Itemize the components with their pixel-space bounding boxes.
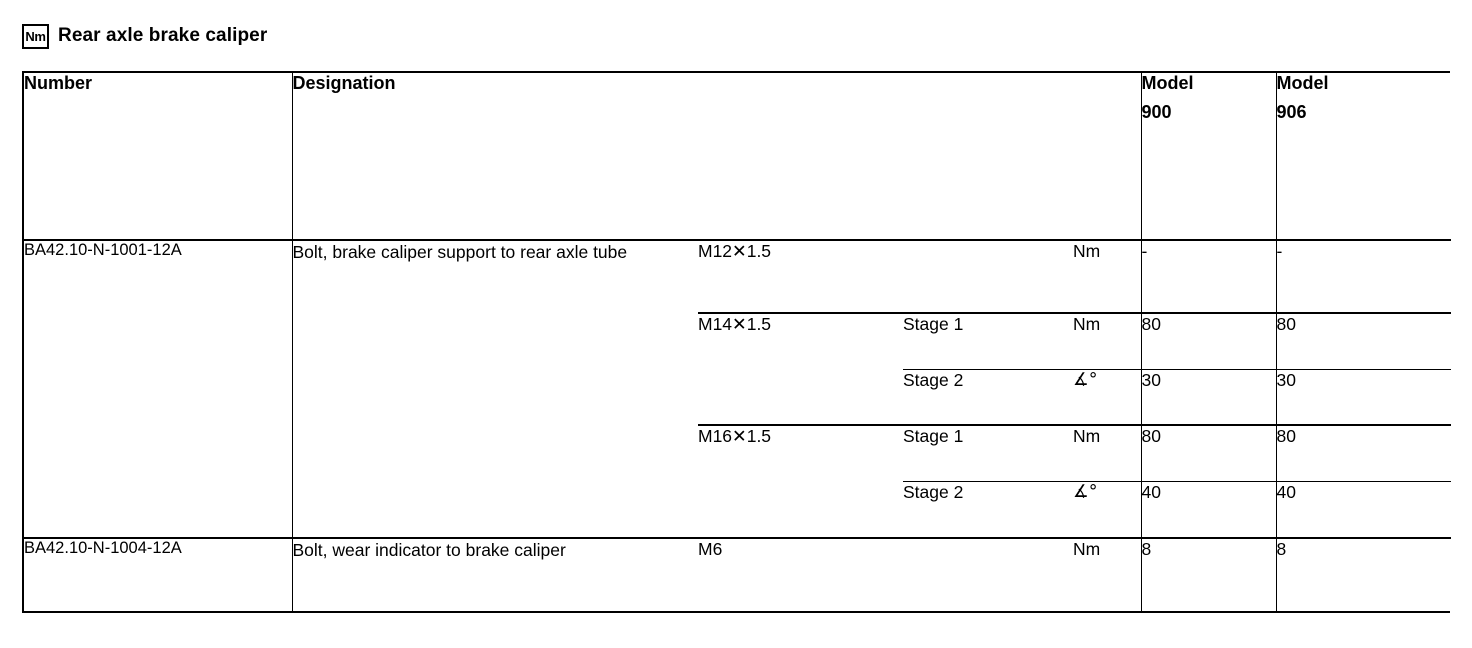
torque-spec-table: Number Designation Model 900 Model 906 B… (22, 73, 1452, 611)
cell-part-number: BA42.10-N-1004-12A (22, 537, 292, 611)
cell-value-model-900: - (1140, 240, 1277, 313)
cell-value-model-900: 8 (1140, 537, 1277, 611)
column-header-model-900: Model 900 (1140, 73, 1277, 241)
cell-value-model-906: 30 (1275, 368, 1452, 425)
torque-nm-icon: Nm (22, 23, 49, 49)
cell-stage: Stage 1 (903, 424, 1073, 481)
cell-unit: Nm (1073, 537, 1142, 611)
cell-designation: Bolt, brake caliper support to rear axle… (291, 240, 698, 538)
table-row: BA42.10-N-1001-12A Bolt, brake caliper s… (22, 240, 1452, 538)
table-row: M16✕1.5 Stage 1 Nm 80 80 (23, 424, 1452, 481)
cell-stage: Stage 2 (903, 480, 1073, 538)
cell-value-model-900: 40 (1140, 480, 1277, 538)
cell-stage (903, 240, 1073, 313)
spec-table-frame: Number Designation Model 900 Model 906 B… (22, 71, 1452, 613)
cell-value-model-906: 80 (1275, 424, 1452, 481)
table-header-row: Number Designation Model 900 Model 906 (22, 73, 1452, 241)
cell-value-model-900: 80 (1140, 312, 1277, 369)
cell-unit: Nm (1073, 424, 1142, 481)
cell-value-model-900: 30 (1140, 368, 1277, 425)
cell-unit: ∡° (1073, 368, 1142, 425)
model-906-number: 906 (1276, 102, 1307, 122)
cell-unit: Nm (1073, 241, 1101, 261)
model-900-number: 900 (1141, 102, 1172, 122)
cell-thread-size: M14✕1.5 (698, 312, 903, 369)
cell-value-model-906: 8 (1275, 537, 1452, 611)
column-header-number: Number (22, 73, 292, 241)
table-row: Stage 2 ∡° 40 40 (23, 480, 1452, 538)
cell-value-model-900: 80 (1140, 424, 1277, 481)
column-header-model-906: Model 906 (1275, 73, 1452, 241)
cell-value-model-906: - (1275, 240, 1452, 313)
cell-thread-size: M6 (698, 537, 903, 611)
cell-thread-size (698, 481, 903, 538)
cell-stage (903, 537, 1073, 611)
model-900-label: Model (1141, 73, 1194, 93)
cell-part-number: BA42.10-N-1001-12A (22, 240, 292, 538)
cell-thread-size: M12✕1.5 (698, 241, 772, 261)
cell-stage: Stage 1 (903, 312, 1073, 369)
cell-unit: Nm (1073, 312, 1142, 369)
cell-value-model-906: 40 (1275, 480, 1452, 538)
table-row: Stage 2 ∡° 30 30 (23, 368, 1452, 425)
page-title: Rear axle brake caliper (58, 25, 268, 46)
table-row: BA42.10-N-1004-12A Bolt, wear indicator … (22, 537, 1452, 611)
cell-thread-size: M16✕1.5 (698, 424, 903, 481)
cell-thread-size (698, 369, 903, 425)
model-906-label: Model (1276, 73, 1329, 93)
cell-unit: ∡° (1073, 480, 1142, 538)
cell-value-model-906: 80 (1275, 312, 1452, 369)
cell-designation: Bolt, wear indicator to brake caliper (291, 537, 698, 611)
cell-stage: Stage 2 (903, 368, 1073, 425)
column-header-designation: Designation (291, 73, 1142, 241)
section-title-bar: Nm Rear axle brake caliper (22, 22, 267, 50)
table-row: M14✕1.5 Stage 1 Nm 80 80 (23, 312, 1452, 369)
